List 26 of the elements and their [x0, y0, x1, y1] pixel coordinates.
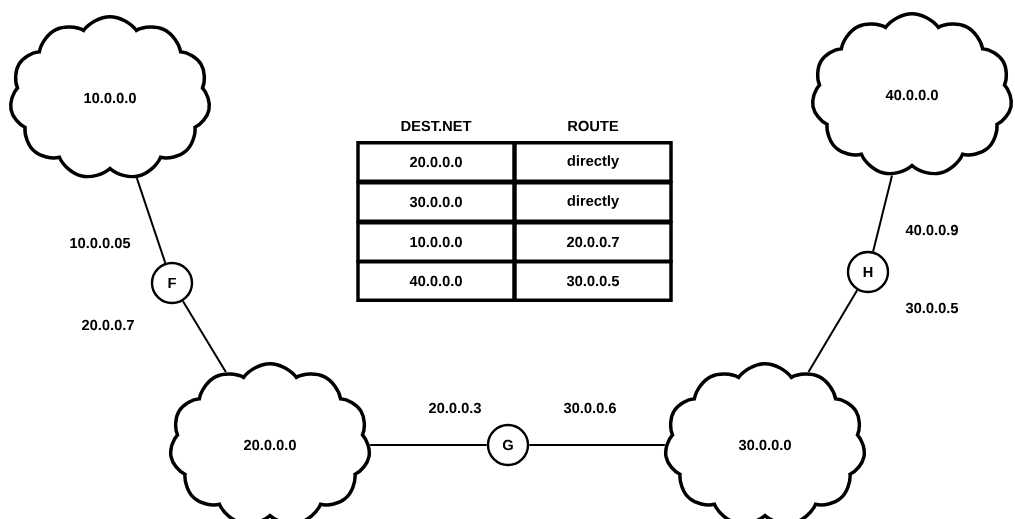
interface-address: 20.0.0.3 [429, 402, 481, 414]
interface-address: 20.0.0.7 [82, 319, 134, 331]
table-cell: 30.0.0.5 [513, 259, 673, 303]
column-header: DEST.NET [401, 120, 472, 132]
network-cloud: 20.0.0.0 [168, 361, 372, 519]
interface-address: 10.0.0.05 [70, 237, 131, 249]
network-cloud: 10.0.0.0 [8, 14, 212, 179]
table-cell: 20.0.0.7 [513, 220, 673, 264]
interface-address: 40.0.0.9 [905, 224, 958, 236]
table-cell: directly [513, 140, 673, 184]
table-cell: 20.0.0.0 [356, 140, 516, 184]
table-cell: directly [513, 180, 673, 224]
column-header: ROUTE [568, 120, 619, 132]
connection-line [872, 174, 893, 253]
network-cloud: 40.0.0.0 [810, 11, 1014, 176]
table-cell: 30.0.0.0 [356, 180, 516, 224]
table-cell: 10.0.0.0 [356, 220, 516, 264]
connection-line [369, 444, 488, 446]
interface-address: 30.0.0.5 [905, 302, 959, 314]
connection-line [182, 300, 227, 373]
connection-line [135, 177, 167, 264]
connection-line [528, 444, 666, 446]
network-cloud: 30.0.0.0 [663, 361, 867, 519]
table-cell: 40.0.0.0 [356, 259, 516, 303]
connection-line [807, 289, 859, 373]
interface-address: 30.0.0.6 [563, 402, 616, 414]
